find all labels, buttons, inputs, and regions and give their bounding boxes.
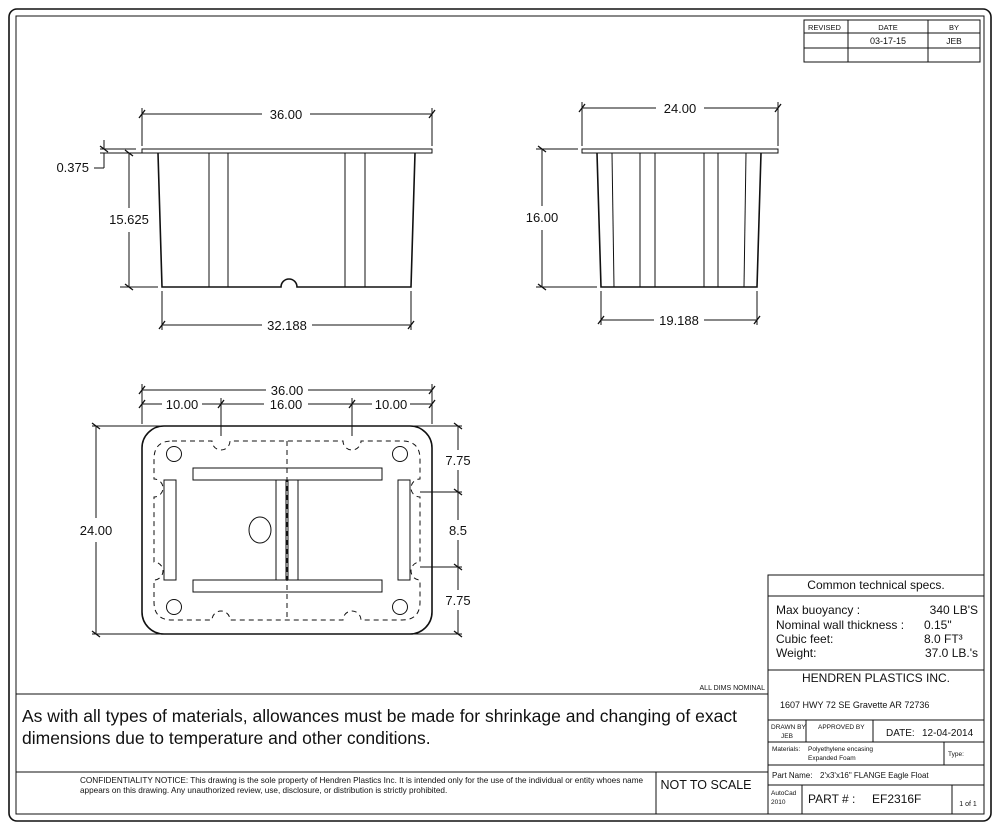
scale-note: NOT TO SCALE bbox=[660, 778, 751, 792]
end-view bbox=[581, 148, 779, 288]
spec-label-weight: Weight: bbox=[776, 646, 816, 660]
company-address: 1607 HWY 72 SE Gravette AR 72736 bbox=[780, 700, 929, 710]
rev-header-date: DATE bbox=[878, 23, 897, 32]
spec-label-buoyancy: Max buoyancy : bbox=[776, 603, 860, 617]
dim-plan-seg-top: 7.75 bbox=[445, 453, 470, 468]
dim-plan-seg-bottom: 7.75 bbox=[445, 593, 470, 608]
rev-by-value: JEB bbox=[946, 36, 962, 46]
spec-label-wall: Nominal wall thickness : bbox=[776, 618, 904, 632]
drawn-by-value: JEB bbox=[781, 733, 793, 740]
end-view-dimensions: 24.00 16.00 19.188 bbox=[526, 101, 782, 328]
spec-label-cubic: Cubic feet: bbox=[776, 632, 833, 646]
date-value: 12-04-2014 bbox=[922, 728, 974, 739]
inner-border bbox=[15, 15, 985, 815]
all-dims-nominal: ALL DIMS NOMINAL bbox=[700, 685, 766, 692]
part-name-label: Part Name: bbox=[772, 771, 812, 780]
plan-view-dimensions: 36.00 10.00 16.00 10.00 24.00 7.75 8.5 7… bbox=[80, 383, 471, 638]
spec-value-weight: 37.0 LB.'s bbox=[925, 646, 978, 660]
outer-border bbox=[8, 8, 992, 822]
software-line1: AutoCad bbox=[771, 790, 797, 797]
part-name-value: 2'x3'x16" FLANGE Eagle Float bbox=[820, 771, 929, 780]
dim-plan-seg-center: 8.5 bbox=[449, 523, 467, 538]
dim-plan-seg-left: 10.00 bbox=[166, 397, 199, 412]
rev-header-revised: REVISED bbox=[808, 23, 842, 32]
dim-side-bottom-width: 32.188 bbox=[267, 318, 307, 333]
dim-end-top-width: 24.00 bbox=[664, 101, 697, 116]
dim-plan-width: 36.00 bbox=[271, 383, 304, 398]
spec-value-cubic: 8.0 FT³ bbox=[924, 632, 963, 646]
shrinkage-note: As with all types of materials, allowanc… bbox=[22, 706, 737, 748]
rev-header-by: BY bbox=[949, 23, 959, 32]
rev-date-value: 03-17-15 bbox=[870, 36, 906, 46]
dim-side-top-width: 36.00 bbox=[270, 107, 303, 122]
company-name: HENDREN PLASTICS INC. bbox=[802, 671, 950, 685]
side-view bbox=[141, 148, 433, 288]
date-label: DATE: bbox=[886, 728, 915, 739]
part-number-label: PART # : bbox=[808, 792, 855, 806]
dim-end-bottom-width: 19.188 bbox=[659, 313, 699, 328]
spec-value-wall: 0.15" bbox=[924, 618, 952, 632]
software-line2: 2010 bbox=[771, 799, 786, 806]
type-label: Type: bbox=[948, 751, 964, 758]
drawn-by-label: DRAWN BY bbox=[771, 724, 806, 731]
dim-side-height: 15.625 bbox=[109, 212, 149, 227]
dim-plan-seg-mid: 16.00 bbox=[270, 397, 303, 412]
dim-side-flange: 0.375 bbox=[56, 160, 89, 175]
plan-view bbox=[141, 425, 433, 635]
title-block: Common technical specs. Max buoyancy : 3… bbox=[767, 574, 985, 815]
approved-by-label: APPROVED BY bbox=[818, 724, 865, 731]
dim-plan-seg-right: 10.00 bbox=[375, 397, 408, 412]
side-view-dimensions: 36.00 0.375 15.625 32.188 bbox=[56, 107, 436, 333]
specs-title: Common technical specs. bbox=[807, 578, 944, 592]
confidentiality-notice: CONFIDENTIALITY NOTICE: This drawing is … bbox=[80, 776, 644, 795]
materials-line1: Polyethylene encasing bbox=[808, 746, 873, 753]
dim-end-height: 16.00 bbox=[526, 210, 559, 225]
materials-line2: Expanded Foam bbox=[808, 755, 856, 762]
spec-value-buoyancy: 340 LB'S bbox=[930, 603, 978, 617]
materials-label: Materials: bbox=[772, 746, 800, 753]
dim-plan-depth: 24.00 bbox=[80, 523, 113, 538]
part-number-value: EF2316F bbox=[872, 792, 921, 806]
revision-block: REVISED DATE BY 03-17-15 JEB bbox=[803, 19, 981, 63]
sheet-number: 1 of 1 bbox=[959, 801, 977, 808]
